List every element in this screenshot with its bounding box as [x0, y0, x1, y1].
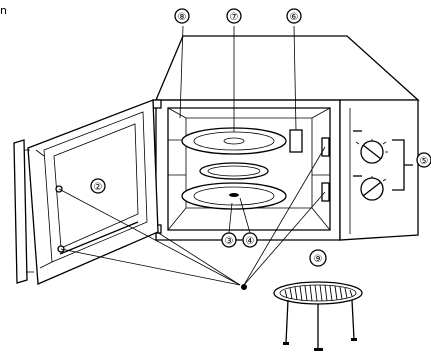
hinge-upper: [153, 100, 161, 108]
callout-3-text: ③: [225, 236, 234, 247]
callout-9-text: ⑨: [314, 254, 323, 265]
tray-hub: [229, 193, 239, 197]
grill-rack: [274, 282, 362, 351]
callout-8-text: ⑧: [178, 12, 187, 23]
latch-hole-lower: [322, 183, 329, 201]
callout-6-text: ⑥: [290, 12, 299, 23]
callout-2-text: ②: [94, 182, 103, 193]
rack-leg: [352, 300, 354, 339]
leader-junction: [241, 284, 247, 290]
callout-7-text: ⑦: [230, 12, 239, 23]
corner-label: n: [0, 4, 7, 17]
roller-ring: [200, 163, 268, 179]
microwave-door: [14, 100, 158, 284]
waveguide-cover: [290, 130, 302, 152]
microwave-body: [153, 36, 418, 240]
callout-5-text: ⑤: [420, 156, 429, 167]
door-handle: [14, 140, 27, 283]
rack-leg: [286, 300, 288, 343]
callout-4-text: ④: [246, 236, 255, 247]
top-panel: [156, 36, 418, 100]
latch-hole-upper: [322, 138, 329, 156]
control-panel: [340, 100, 418, 240]
